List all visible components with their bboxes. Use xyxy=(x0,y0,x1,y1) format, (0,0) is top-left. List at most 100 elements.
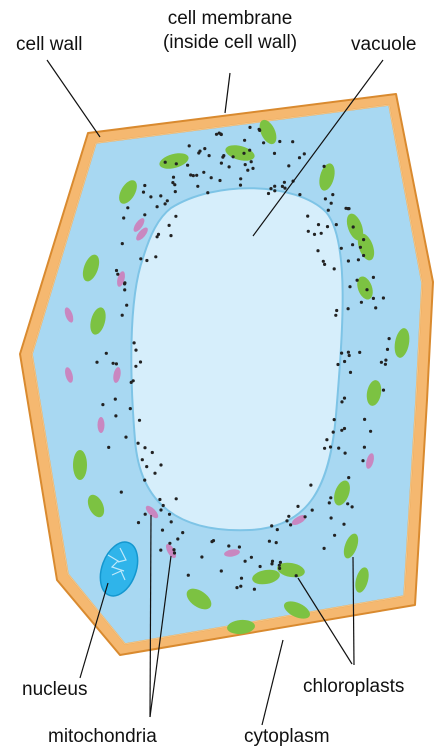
granule xyxy=(322,260,325,263)
granule xyxy=(250,160,253,163)
granule xyxy=(268,540,271,543)
label-vacuole: vacuole xyxy=(351,34,417,55)
granule xyxy=(196,185,199,188)
granule xyxy=(174,190,177,193)
granule xyxy=(251,167,254,170)
granule xyxy=(156,205,159,208)
granule xyxy=(335,223,338,226)
granule xyxy=(123,281,126,284)
label-cell-membrane-note: (inside cell wall) xyxy=(163,32,297,53)
granule xyxy=(171,181,174,184)
granule xyxy=(143,446,146,449)
granule xyxy=(372,297,375,300)
granule xyxy=(349,371,352,374)
granule xyxy=(142,191,145,194)
granule xyxy=(123,288,126,291)
granule xyxy=(202,171,205,174)
granule xyxy=(347,207,350,210)
granule xyxy=(344,452,347,455)
granule xyxy=(170,520,173,523)
granule xyxy=(347,259,350,262)
granule xyxy=(174,215,177,218)
granule xyxy=(242,152,245,155)
granule xyxy=(130,381,133,384)
granule xyxy=(220,569,223,572)
granule xyxy=(208,154,211,157)
granule xyxy=(105,352,108,355)
granule xyxy=(176,537,179,540)
granule xyxy=(273,185,276,188)
granule xyxy=(296,505,299,508)
granule xyxy=(239,184,242,187)
granule xyxy=(327,209,330,212)
granule xyxy=(291,140,294,143)
granule xyxy=(258,128,261,131)
granule xyxy=(159,194,162,197)
granule xyxy=(112,362,115,365)
granule xyxy=(380,361,383,364)
granule xyxy=(210,176,213,179)
granule xyxy=(279,561,282,564)
granule xyxy=(139,257,142,260)
granule xyxy=(330,202,333,205)
granule xyxy=(159,549,162,552)
granule xyxy=(248,126,251,129)
granule xyxy=(122,216,125,219)
granule xyxy=(168,513,171,516)
granule xyxy=(129,407,132,410)
granule xyxy=(382,296,385,299)
granule xyxy=(270,524,273,527)
granule xyxy=(295,574,298,577)
granule xyxy=(287,164,290,167)
granule xyxy=(198,150,201,153)
granule xyxy=(164,202,167,205)
mitochondrion xyxy=(98,417,105,433)
granule xyxy=(210,540,213,543)
granule xyxy=(340,429,343,432)
granule xyxy=(313,233,316,236)
granule xyxy=(363,418,366,421)
granule xyxy=(143,479,146,482)
granule xyxy=(143,184,146,187)
vacuole xyxy=(131,188,342,530)
granule xyxy=(228,165,231,168)
granule xyxy=(335,309,338,312)
granule xyxy=(334,314,337,317)
granule xyxy=(351,243,354,246)
granule xyxy=(340,352,343,355)
granule xyxy=(159,463,162,466)
granule xyxy=(220,162,223,165)
granule xyxy=(239,177,242,180)
granule xyxy=(275,541,278,544)
granule xyxy=(323,447,326,450)
granule xyxy=(244,163,247,166)
granule xyxy=(187,574,190,577)
granule xyxy=(259,565,262,568)
granule xyxy=(269,187,272,190)
granule xyxy=(323,165,326,168)
granule xyxy=(347,307,350,310)
granule xyxy=(271,560,274,563)
granule xyxy=(359,246,362,249)
granule xyxy=(120,491,123,494)
granule xyxy=(246,169,249,172)
granule xyxy=(384,363,387,366)
granule xyxy=(273,189,276,192)
granule xyxy=(206,191,209,194)
granule xyxy=(149,195,152,198)
granule xyxy=(121,314,124,317)
leader-cell-membrane xyxy=(225,73,230,113)
label-nucleus: nucleus xyxy=(22,679,88,700)
granule xyxy=(114,414,117,417)
granule xyxy=(323,263,326,266)
granule xyxy=(326,225,329,228)
granule xyxy=(352,225,355,228)
granule xyxy=(221,156,224,159)
granule xyxy=(95,361,98,364)
leader-cytoplasm xyxy=(262,640,283,725)
granule xyxy=(329,496,332,499)
granule xyxy=(175,497,178,500)
granule xyxy=(143,213,146,216)
granule xyxy=(336,363,339,366)
granule xyxy=(311,509,314,512)
